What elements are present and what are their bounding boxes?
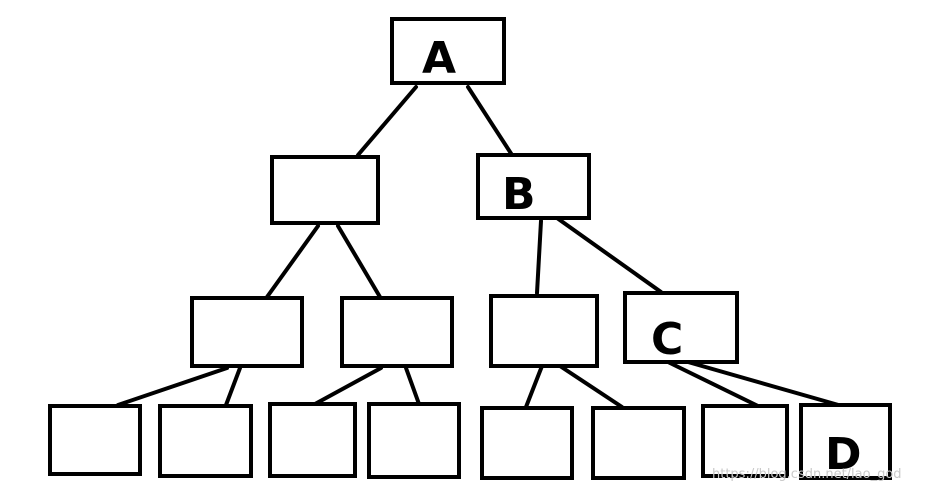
edge-l2_2-l3_4 bbox=[404, 366, 421, 406]
node-box-l3_8 bbox=[799, 403, 892, 480]
node-box-l2_2 bbox=[340, 296, 454, 368]
node-l3_4 bbox=[367, 402, 461, 479]
edge-l1_right-l2_3 bbox=[535, 219, 543, 295]
node-box-l3_6 bbox=[591, 406, 686, 480]
node-l1_right: B bbox=[476, 153, 591, 220]
node-label-l2_4: C bbox=[651, 314, 683, 365]
node-l2_3 bbox=[489, 294, 599, 368]
node-box-l3_3 bbox=[268, 402, 357, 478]
node-l2_2 bbox=[340, 296, 454, 368]
edge-l2_1-l3_2 bbox=[224, 366, 242, 407]
node-l3_8: D bbox=[799, 403, 892, 480]
node-l3_5 bbox=[480, 406, 574, 480]
node-box-l2_3 bbox=[489, 294, 599, 368]
tree-nodes: A B C D bbox=[48, 17, 892, 480]
node-label-l3_8: D bbox=[825, 429, 862, 480]
node-root: A bbox=[390, 17, 506, 85]
node-box-l3_7 bbox=[701, 404, 789, 478]
edge-root-l1_left bbox=[356, 85, 418, 157]
node-box-l1_left bbox=[270, 155, 380, 225]
edge-l2_1-l3_1 bbox=[116, 366, 229, 407]
node-box-l2_1 bbox=[190, 296, 304, 368]
edge-l2_4-l3_8 bbox=[686, 360, 844, 408]
edge-l1_left-l2_1 bbox=[265, 224, 320, 299]
edge-l2_2-l3_3 bbox=[313, 366, 383, 406]
watermark-text: https://blog.csdn.net/lao_god bbox=[712, 467, 902, 482]
node-l2_4: C bbox=[623, 291, 739, 365]
node-l3_1 bbox=[48, 404, 142, 476]
node-box-root bbox=[390, 17, 506, 85]
node-l3_6 bbox=[591, 406, 686, 480]
node-label-root: A bbox=[422, 33, 456, 84]
node-box-l3_4 bbox=[367, 402, 461, 479]
node-l3_2 bbox=[158, 404, 253, 478]
node-box-l2_4 bbox=[623, 291, 739, 364]
edge-l2_3-l3_6 bbox=[558, 364, 624, 409]
node-box-l1_right bbox=[476, 153, 591, 220]
node-l3_3 bbox=[268, 402, 357, 478]
edge-l1_right-l2_4 bbox=[555, 216, 663, 294]
edge-l1_left-l2_2 bbox=[336, 224, 382, 299]
node-l3_7 bbox=[701, 404, 789, 478]
node-box-l3_5 bbox=[480, 406, 574, 480]
node-l1_left bbox=[270, 155, 380, 225]
node-box-l3_1 bbox=[48, 404, 142, 476]
node-box-l3_2 bbox=[158, 404, 253, 478]
edge-l2_3-l3_5 bbox=[524, 364, 544, 409]
edge-root-l1_right bbox=[466, 85, 514, 157]
tree-edges bbox=[116, 85, 844, 409]
node-label-l1_right: B bbox=[502, 169, 536, 220]
edge-l2_4-l3_7 bbox=[666, 360, 760, 408]
node-l2_1 bbox=[190, 296, 304, 368]
